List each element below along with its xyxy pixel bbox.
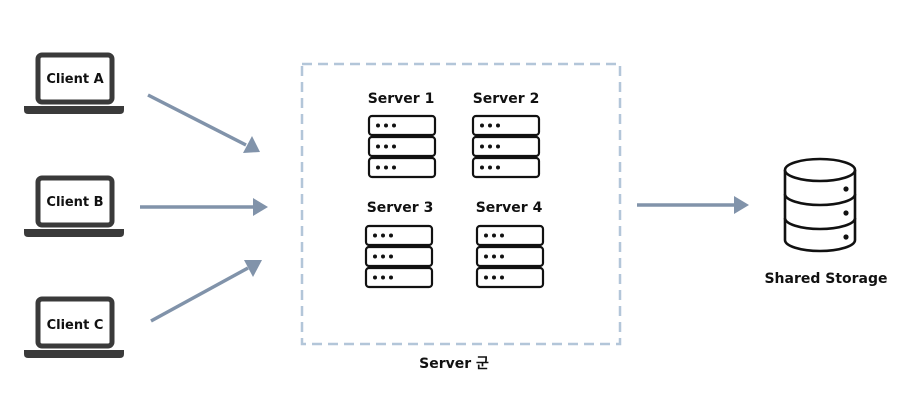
server-1: Server 1 [367,91,437,179]
server-4: Server 4 [475,200,545,289]
laptop-icon [24,52,124,114]
arrow-client-a [147,93,260,153]
server-1-label: Server 1 [368,91,435,107]
shared-storage-label: Shared Storage [764,271,887,287]
client-a-label: Client A [46,72,103,87]
client-b: Client B [24,175,124,237]
laptop-icon [24,296,124,358]
arrow-client-b [140,198,268,216]
server-3-label: Server 3 [367,200,434,216]
server-rack-icon [364,224,434,289]
server-rack-icon [367,114,437,179]
laptop-icon [24,175,124,237]
arrow-to-storage [637,196,749,214]
server-cluster-box [300,62,622,346]
client-c-label: Client C [47,318,104,333]
server-3: Server 3 [364,200,434,289]
server-cluster-label: Server 군 [419,356,489,372]
server-rack-icon [475,224,545,289]
client-b-label: Client B [46,195,103,210]
client-a: Client A [24,52,124,114]
database-icon [783,157,857,253]
server-4-label: Server 4 [476,200,543,216]
server-rack-icon [471,114,541,179]
shared-storage: Shared Storage [764,157,888,287]
server-2-label: Server 2 [473,91,540,107]
server-2: Server 2 [471,91,541,179]
client-c: Client C [24,296,124,358]
arrow-client-c [150,260,262,323]
